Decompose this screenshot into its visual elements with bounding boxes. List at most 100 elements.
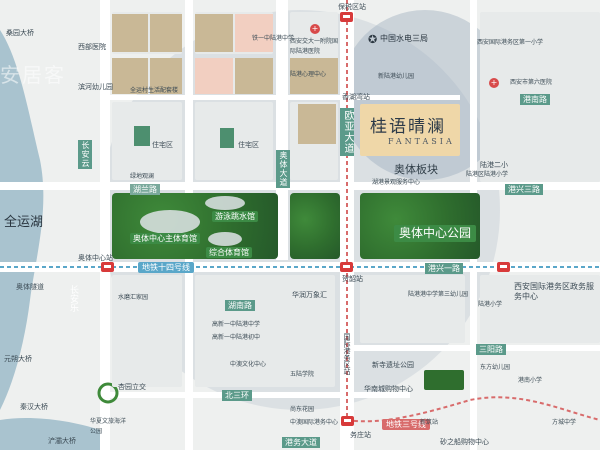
place-site-label: 新寺遗址公园 <box>372 361 414 369</box>
station-aoti-label: 奥体中心站 <box>78 254 113 262</box>
residential-tile-7 <box>290 58 338 94</box>
place-newkinder-label: 新陆港幼儿园 <box>378 73 415 80</box>
road-sign-shulan: 湖兰路 <box>130 184 160 195</box>
road-sign-gangwu: 港务大道 <box>282 437 320 448</box>
residential-tile-5 <box>150 58 182 94</box>
residential-tile-4 <box>112 58 148 94</box>
place-power-label: 中国水电三局 <box>380 34 428 43</box>
residential-tile-2 <box>150 14 182 52</box>
block-e2 <box>480 275 600 343</box>
road-sign-aoti: 奥体大道 <box>276 150 290 188</box>
project-name: 桂语晴澜 <box>370 117 446 137</box>
place-kinder3-label: 陆港港中学第三幼儿园 <box>408 291 469 298</box>
road-sign-hunan: 湖南路 <box>225 300 255 311</box>
green-strip <box>290 193 340 259</box>
place-middle-label: 方城中学 <box>552 419 577 426</box>
road-sign-changan: 长安云 <box>78 140 92 169</box>
place-bridge2-label: 浐灞大桥 <box>48 437 76 445</box>
place-school4-label: 高新一中陆港初中 <box>212 334 261 341</box>
swim-hall-shape <box>205 196 245 210</box>
block-d1 <box>112 275 182 387</box>
place-residence2-label: 住宅区 <box>238 141 259 149</box>
place-bridge4-label: 秦汉大桥 <box>20 403 48 411</box>
station-jiuyang-label: 香湖湾站 <box>342 93 370 101</box>
place-garden-label: 尚东花园 <box>290 406 315 413</box>
place-school-label: 铁一中陆港中学 <box>252 35 295 42</box>
place-primary4-label: 港南小学 <box>518 377 543 384</box>
metro-icon-2 <box>340 262 353 272</box>
hospital-icon-2: + <box>489 78 499 88</box>
place-mall-label: 华南城购物中心 <box>364 385 413 393</box>
school-tile-1 <box>235 14 273 52</box>
watermark: 安居客 <box>0 63 66 87</box>
station-wuchuan-label: 务庄站 <box>350 431 371 439</box>
metro-line-14-label: 地铁十四号线 <box>138 262 194 273</box>
place-psych-label: 陆港心理中心 <box>290 71 327 78</box>
place-bridge-label: 桑园大桥 <box>6 29 34 37</box>
gym-hall-label: 综合体育馆 <box>206 247 252 258</box>
place-primary-label: 西安国际港务区第一小学 <box>477 39 544 46</box>
place-huarun-label: 华润万象汇 <box>292 291 327 299</box>
river-label: 长安乐 <box>68 285 78 312</box>
place-community-label: 陆港区陆港小学 <box>466 171 509 178</box>
place-hospital-label: 西部医院 <box>78 43 106 51</box>
block-d2 <box>195 275 335 387</box>
place-hospital3-label: 西安市第六医院 <box>510 79 553 86</box>
residential-tile-1 <box>112 14 148 52</box>
road-sign-gangxing3: 港兴三路 <box>505 184 543 195</box>
metro-icon-3 <box>497 262 510 272</box>
tunnel-label: 奥体隧道 <box>16 283 44 291</box>
place-shopping-label: 砂之船购物中心 <box>440 438 489 446</box>
place-dongfang-label: 东方幼儿园 <box>480 364 511 371</box>
block-e1 <box>360 275 465 343</box>
place-primary3-label: 陆港小学 <box>478 301 503 308</box>
place-residence1-label: 住宅区 <box>152 141 173 149</box>
road-sign-gangnan: 港南路 <box>520 94 550 105</box>
place-green-label: 绿地观澜 <box>130 173 155 180</box>
road-sign-sanyuan: 三阳路 <box>476 344 506 355</box>
place-center-label: 中澳国际港务中心 <box>290 419 339 426</box>
swim-hall-label: 游泳跳水馆 <box>212 211 258 222</box>
lake-label: 全运湖 <box>4 215 44 230</box>
star-icon: ✪ <box>368 33 378 46</box>
station-north-label: 保税区站 <box>338 3 366 11</box>
place-college-label: 五陆学院 <box>290 371 315 378</box>
station-gangwu-label: 国际港务区站 <box>343 333 351 375</box>
residential-tile-6 <box>235 58 273 94</box>
place-school3-label: 高新一中陆港中学 <box>212 321 261 328</box>
stadium-main-label: 奥体中心主体育馆 <box>130 233 200 244</box>
place-kinder-label: 滨河幼儿园 <box>78 83 113 91</box>
place-hospital2-label: 西安交大一附院国际陆港医院 <box>290 38 339 55</box>
metro-line-3-label: 地铁三号线 <box>382 419 430 430</box>
road-sign-gangxing1: 港兴一路 <box>425 263 463 274</box>
place-service-label: 湖港景观服务中心 <box>372 179 421 186</box>
place-fenghe-label: 水磨汇家园 <box>118 294 149 301</box>
place-interchange-label: 杏园立交 <box>118 383 146 391</box>
place-xinzhan-label: 新筑站 <box>420 419 439 426</box>
metro-icon-5 <box>341 416 354 426</box>
station-heyang-label: 贺韶站 <box>342 275 363 283</box>
place-bridge3-label: 元朔大桥 <box>4 355 32 363</box>
place-govservice-label: 西安国际港务区政务服务中心 <box>514 282 594 301</box>
road-sign-ouyi: 欧亚大道 <box>340 108 354 156</box>
district-label: 奥体板块 <box>394 163 438 176</box>
gym-hall-shape <box>208 232 242 246</box>
central-park-label: 奥体中心公园 <box>394 225 477 242</box>
road-sign-beisanhuan: 北三环 <box>222 390 252 401</box>
school-tile-2 <box>195 58 233 94</box>
residential-tile-8 <box>298 104 336 144</box>
place-culture-label: 中澳文化中心 <box>230 361 267 368</box>
hospital-icon: + <box>310 24 320 34</box>
place-plaza-label: 全运村生活配套楼 <box>130 87 179 94</box>
project-card[interactable]: 桂语晴澜 FANTASIA <box>360 104 460 156</box>
place-park2-label: 华夏文旅海洋公园 <box>90 418 127 435</box>
building-icon-2 <box>220 128 234 148</box>
block-b2 <box>195 102 273 180</box>
metro-icon-1 <box>101 262 114 272</box>
place-primary2-label: 陆港二小 <box>480 161 508 169</box>
metro-icon-4 <box>340 12 353 22</box>
stadium-shape <box>140 210 200 234</box>
building-icon <box>134 126 150 146</box>
project-name-en: FANTASIA <box>388 137 455 146</box>
